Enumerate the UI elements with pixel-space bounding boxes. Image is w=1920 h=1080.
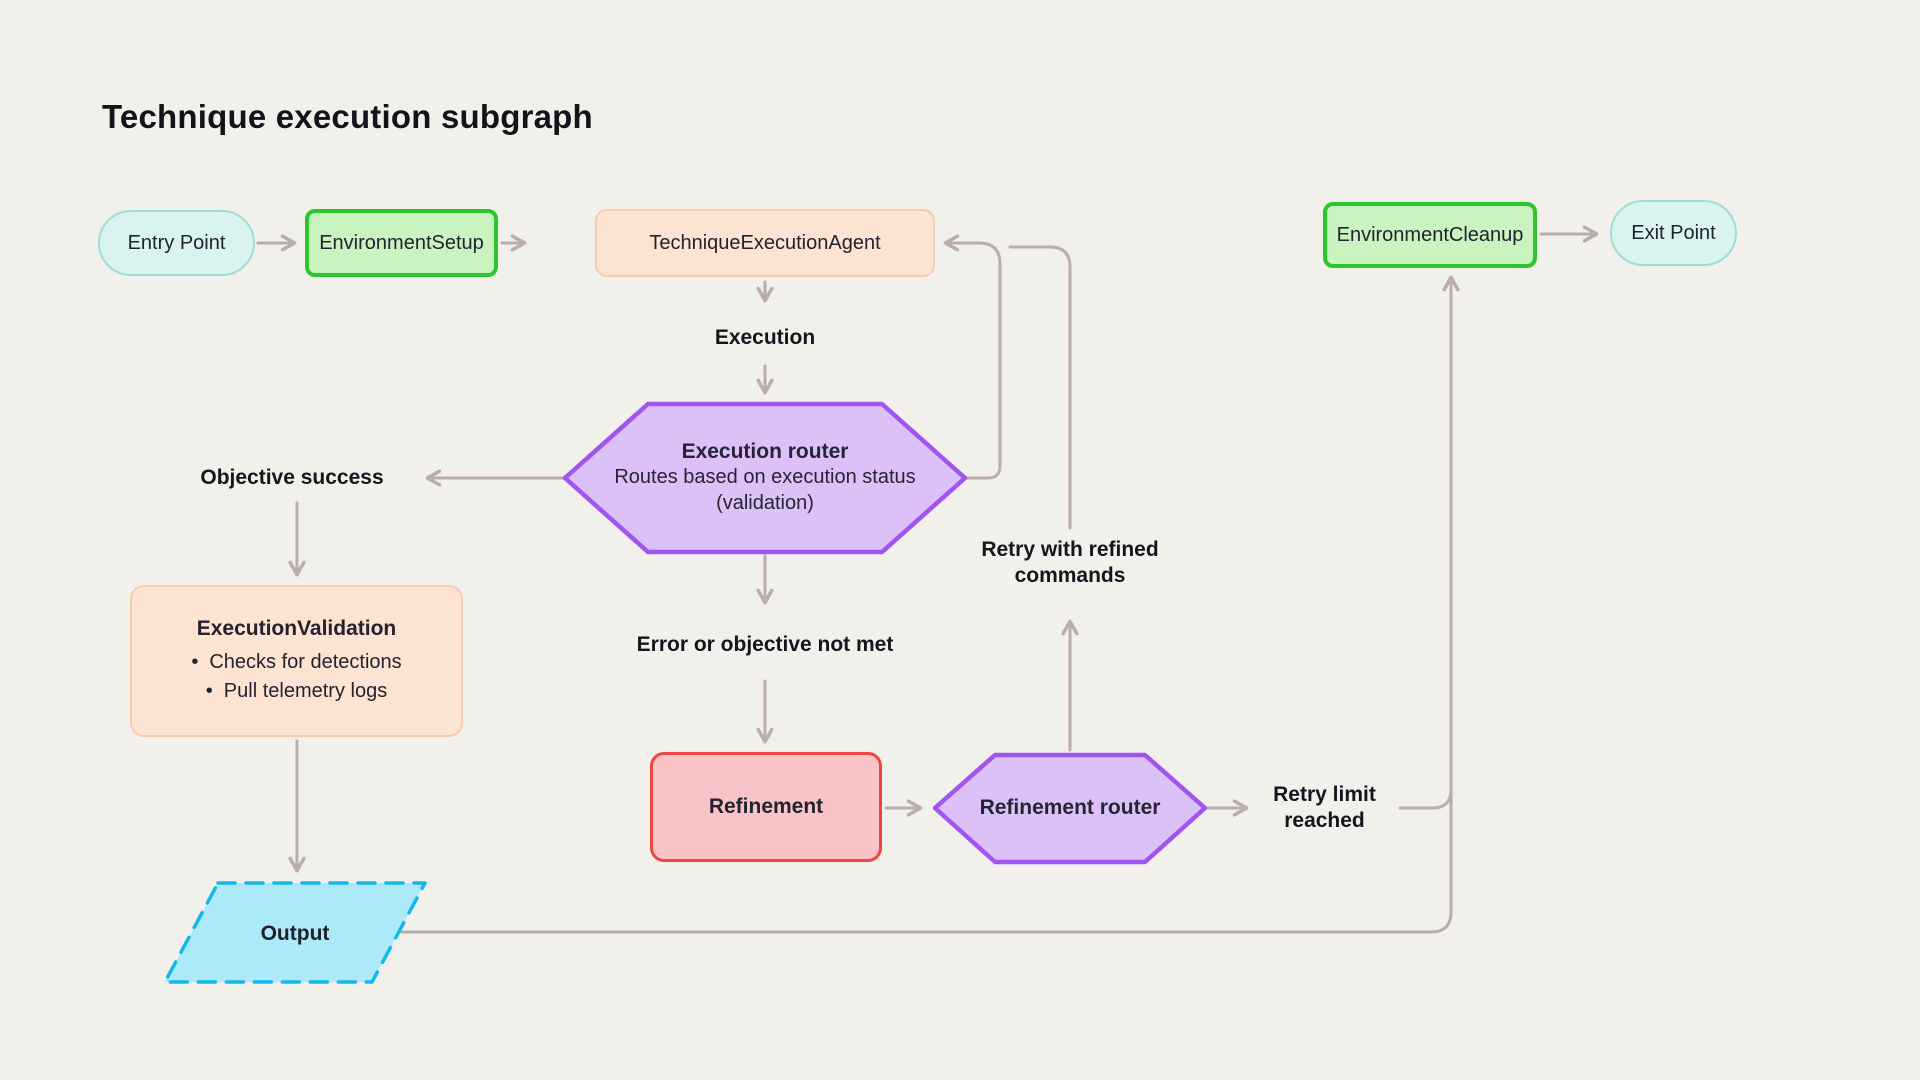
execution-router-subtitle: Routes based on execution status — [614, 466, 916, 488]
edge-output-to-cleanup — [399, 275, 1460, 934]
technique-execution-agent-label: TechniqueExecutionAgent — [649, 231, 881, 254]
node-output: Output — [215, 918, 375, 950]
execution-router-title: Execution router — [681, 440, 849, 463]
edge-label-error-or-objective-not-met: Error or objective not met — [636, 632, 894, 656]
refinement-router-shape — [932, 752, 1208, 865]
edge-label-objective-success: Objective success — [200, 465, 384, 489]
node-execution-validation: ExecutionValidation Checks for detection… — [130, 585, 463, 737]
node-exit-point: Exit Point — [1610, 200, 1737, 266]
edge-label-execution: Execution — [714, 325, 816, 349]
environment-cleanup-label: EnvironmentCleanup — [1336, 223, 1524, 246]
edge-execution-router-to-agent — [943, 234, 1002, 480]
environment-setup-label: EnvironmentSetup — [319, 231, 484, 254]
exit-point-label: Exit Point — [1631, 221, 1716, 244]
node-refinement-router: Refinement router — [950, 781, 1190, 835]
execution-router-subtitle2: (validation) — [716, 492, 814, 514]
output-shape — [163, 881, 427, 984]
edge-retry-label-to-agent — [1008, 245, 1072, 530]
refinement-router-title: Refinement router — [979, 796, 1161, 819]
execution-validation-bullet-1: Checks for detections — [191, 648, 401, 677]
node-environment-setup: EnvironmentSetup — [305, 209, 498, 277]
edge-limit-label-join — [1398, 778, 1453, 810]
execution-router-shape — [562, 401, 968, 555]
edge-label-retry-limit-reached: Retry limit reached — [1273, 782, 1376, 832]
page-title: Technique execution subgraph — [102, 98, 593, 135]
node-technique-execution-agent: TechniqueExecutionAgent — [595, 209, 935, 277]
node-execution-router: Execution router Routes based on executi… — [575, 414, 955, 542]
node-entry-point: Entry Point — [98, 210, 255, 276]
output-label: Output — [260, 922, 330, 945]
edge-label-retry-with-refined-commands: Retry with refined commands — [981, 537, 1159, 587]
refinement-label: Refinement — [708, 794, 824, 818]
entry-point-label: Entry Point — [127, 231, 226, 254]
node-refinement: Refinement — [650, 752, 882, 862]
execution-validation-title: ExecutionValidation — [196, 616, 397, 640]
execution-validation-bullet-2: Pull telemetry logs — [206, 677, 387, 706]
node-environment-cleanup: EnvironmentCleanup — [1323, 202, 1537, 268]
